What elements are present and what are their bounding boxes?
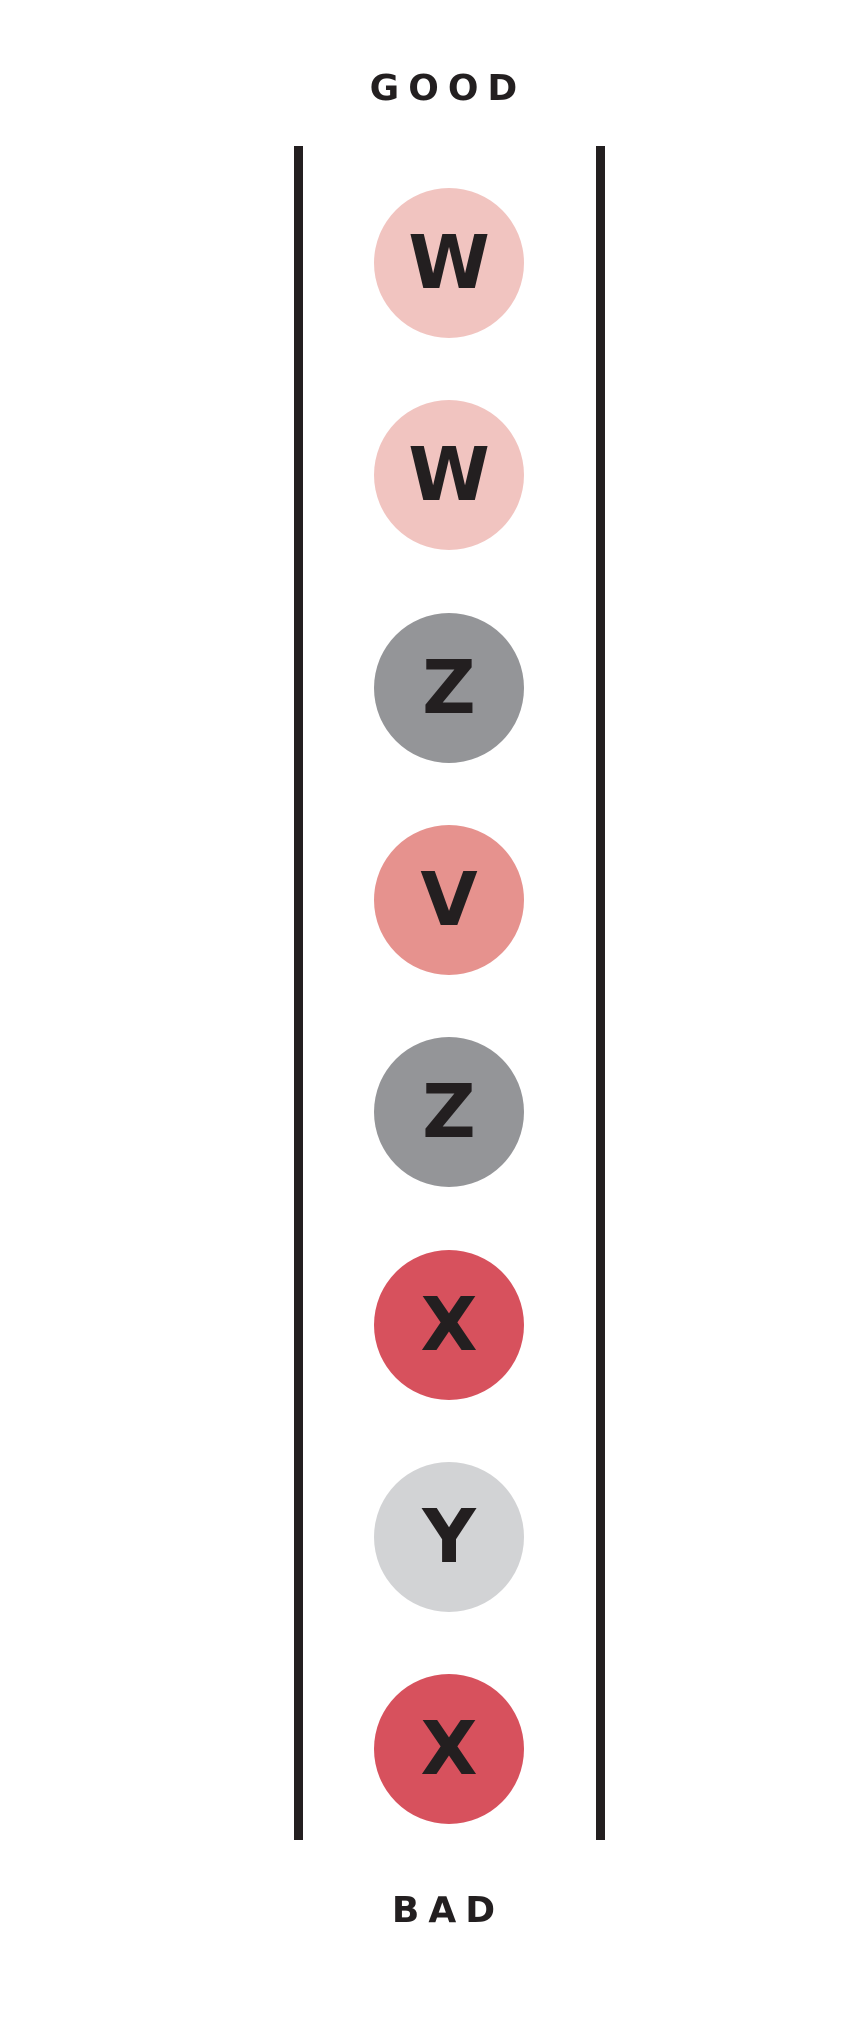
token-v-4: V — [374, 825, 524, 975]
right-rail — [596, 146, 605, 1840]
left-rail — [294, 146, 303, 1840]
token-z-5: Z — [374, 1037, 524, 1187]
token-w-2: W — [374, 400, 524, 550]
token-y-7: Y — [374, 1462, 524, 1612]
bad-label: BAD — [391, 1890, 505, 1931]
token-x-8: X — [374, 1674, 524, 1824]
token-x-6: X — [374, 1250, 524, 1400]
token-z-3: Z — [374, 613, 524, 763]
token-w-1: W — [374, 188, 524, 338]
good-label: GOOD — [369, 68, 527, 109]
